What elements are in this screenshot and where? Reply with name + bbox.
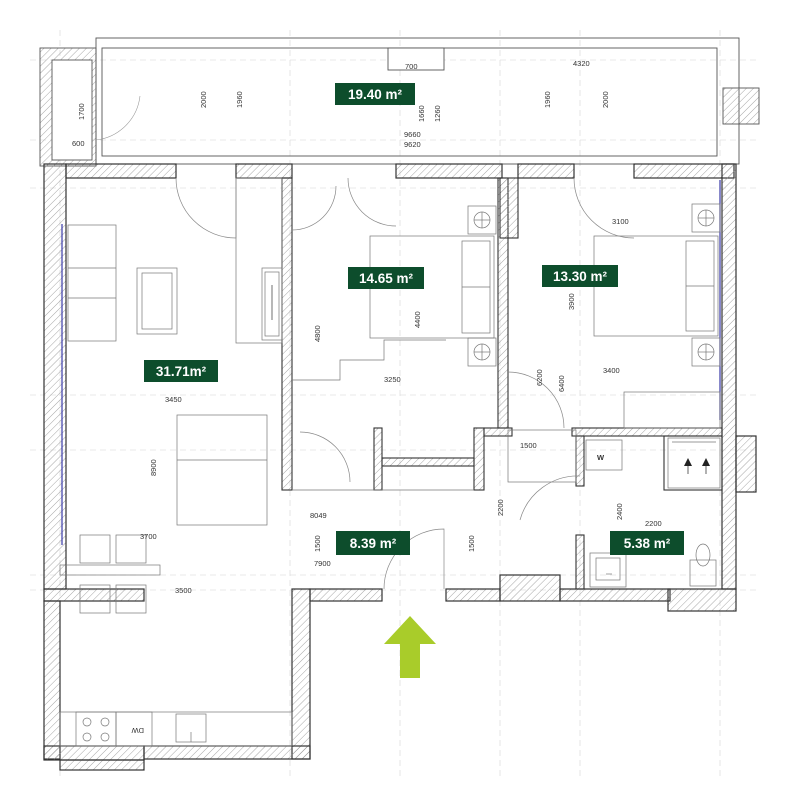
dim-label: 3250	[384, 375, 401, 384]
dim-label: 9620	[404, 140, 421, 149]
room-area-bathroom: 5.38 m²	[610, 531, 684, 555]
dim-label: 4800	[313, 325, 322, 342]
dim-label: 9660	[404, 130, 421, 139]
exterior-walls	[43, 163, 757, 771]
dim-label: 600	[72, 139, 85, 148]
dim-label: 1500	[313, 535, 322, 552]
room-area-bedroom2: 13.30 m²	[542, 265, 618, 287]
dim-label: 3500	[175, 586, 192, 595]
room-area-bedroom1: 14.65 m²	[348, 267, 424, 289]
interior-walls	[281, 177, 723, 590]
dim-label: 1500	[467, 535, 476, 552]
dim-label: 1960	[543, 91, 552, 108]
bathroom-fixtures	[585, 437, 721, 588]
dim-label: 1700	[77, 103, 86, 120]
entrance-arrow-icon	[384, 616, 436, 678]
dim-label: 700	[405, 62, 418, 71]
dim-label: 4400	[413, 311, 422, 328]
dishwasher-label: DW	[131, 726, 144, 735]
room-area-living: 31.71m²	[144, 360, 218, 382]
dim-label: 1960	[235, 91, 244, 108]
construction-grid	[30, 30, 760, 780]
dim-label: 2400	[615, 503, 624, 520]
dim-label: 3450	[165, 395, 182, 404]
living-furniture	[59, 224, 283, 614]
interior-lines	[235, 177, 721, 491]
dim-label: 8900	[149, 459, 158, 476]
dim-label: 8049	[310, 511, 327, 520]
dim-label: 2000	[199, 91, 208, 108]
dim-label: 2200	[496, 499, 505, 516]
room-area-hall: 8.39 m²	[336, 531, 410, 555]
dim-label: 3400	[603, 366, 620, 375]
dim-label: 6400	[557, 375, 566, 392]
dim-label: 2200	[645, 519, 662, 528]
dim-label: 1660	[417, 105, 426, 122]
balcony	[39, 37, 760, 167]
dim-label: 2000	[601, 91, 610, 108]
room-area-balcony: 19.40 m²	[335, 83, 415, 105]
washer-label: W	[597, 453, 605, 462]
dim-label: 1500	[520, 441, 537, 450]
dim-label: 3100	[612, 217, 629, 226]
kitchen-counter	[59, 711, 293, 747]
dim-label: 6200	[535, 369, 544, 386]
dim-label: 3700	[140, 532, 157, 541]
dim-label: 1260	[433, 105, 442, 122]
dim-label: 4320	[573, 59, 590, 68]
dimension-labels: 700 4320 2000 1960 1660 1260 1960 2000 1…	[72, 59, 662, 595]
dim-label: 7900	[314, 559, 331, 568]
dim-label: 3900	[567, 293, 576, 310]
